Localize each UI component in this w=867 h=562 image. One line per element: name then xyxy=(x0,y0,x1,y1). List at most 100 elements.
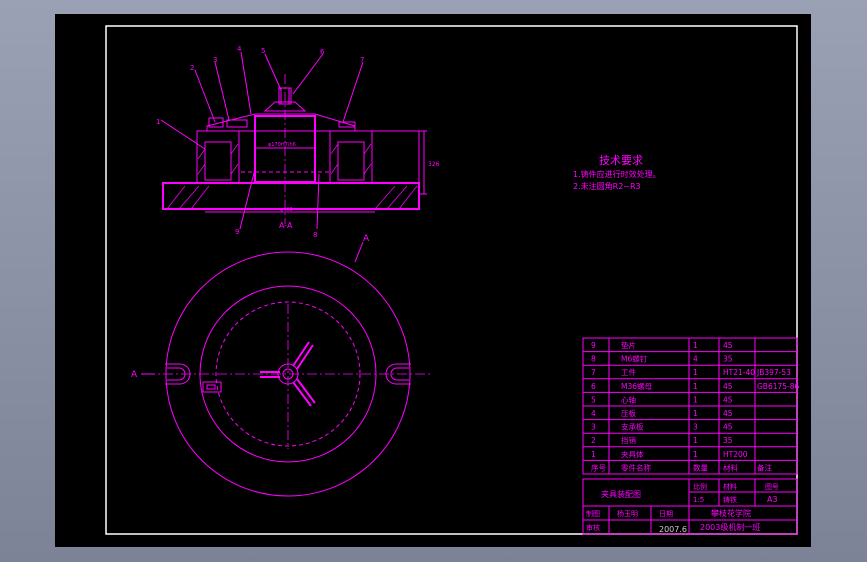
bom-cell-no: 3 xyxy=(591,423,596,432)
date-label: 日期 xyxy=(659,510,673,518)
height-dimension: 326 xyxy=(428,161,440,168)
body-left-wall xyxy=(196,130,240,184)
bom-cell-material: 45 xyxy=(723,341,733,350)
tech-line-1: 1.铸件应进行时效处理。 xyxy=(573,169,661,179)
school: 攀枝花学院 xyxy=(711,508,751,518)
bom-cell-material: 35 xyxy=(723,355,733,364)
bom-cell-no: 8 xyxy=(591,355,596,364)
bom-header-material: 材料 xyxy=(723,462,738,472)
callout-8: 8 xyxy=(313,231,317,239)
clamp-top xyxy=(263,101,307,112)
bom-cell-qty: 1 xyxy=(693,450,698,459)
bom-cell-name: M6螺钉 xyxy=(621,354,648,364)
workpiece-outline xyxy=(371,130,420,184)
stop-block xyxy=(202,381,222,393)
drawn-label: 制图 xyxy=(586,509,600,518)
support-plate xyxy=(226,119,248,128)
material-value: 铸铁 xyxy=(723,495,737,504)
top-view: A A xyxy=(131,234,431,497)
section-arrow-label: A xyxy=(363,234,370,244)
checked-label: 审核 xyxy=(586,523,600,532)
base-hatch xyxy=(166,185,418,210)
bom-cell-material: 35 xyxy=(723,436,733,445)
callout-1: 1 xyxy=(156,118,160,126)
stop-block-inner xyxy=(206,384,216,390)
drawing-sheet: φ170H7/h6 φ465 326 A-A 1 2 3 4 5 6 7 xyxy=(55,14,811,547)
dashed-circle xyxy=(215,301,361,447)
title-block: 夹具装配图 比例 材料 图号 1:5 铸铁 A3 制图 杨玉明 日期 审核 20… xyxy=(582,478,798,535)
bom-cell-qty: 1 xyxy=(693,436,698,445)
callout-6: 6 xyxy=(320,48,325,56)
bom-header-qty: 数量 xyxy=(693,462,708,472)
bom-cell-material: 45 xyxy=(723,395,733,404)
drawing-name: 夹具装配图 xyxy=(601,489,641,499)
drawing-no-value: A3 xyxy=(767,495,778,504)
right-slot xyxy=(385,363,411,385)
bom-cell-qty: 3 xyxy=(693,423,698,432)
date-value: 2007.6 xyxy=(659,525,687,534)
bom-cell-note: JB397-53 xyxy=(756,368,791,377)
bom-cell-material: 45 xyxy=(723,409,733,418)
bom-cell-no: 2 xyxy=(591,436,596,445)
bom-cell-name: 心轴 xyxy=(621,394,636,404)
material-label: 材料 xyxy=(723,482,737,491)
callout-2: 2 xyxy=(190,64,194,72)
section-view: φ170H7/h6 φ465 326 A-A 1 2 3 4 5 6 7 xyxy=(156,45,440,239)
base-dia-dimension: φ465 xyxy=(280,207,293,213)
bom-cell-name: 挡销 xyxy=(621,435,636,445)
bom-header-note: 备注 xyxy=(757,462,772,472)
nut xyxy=(278,87,292,105)
bom-cell-no: 1 xyxy=(591,450,596,459)
bore-dimension: φ170H7/h6 xyxy=(268,142,296,148)
cad-drawing: φ170H7/h6 φ465 326 A-A 1 2 3 4 5 6 7 xyxy=(105,25,800,535)
bom-cell-qty: 4 xyxy=(693,355,698,364)
bom-cell-name: 工件 xyxy=(621,367,636,377)
section-label: A-A xyxy=(279,221,293,230)
scale-value: 1:5 xyxy=(693,496,704,504)
drawing-no-label: 图号 xyxy=(765,483,779,491)
bom-cell-qty: 1 xyxy=(693,409,698,418)
bom-cell-material: 45 xyxy=(723,423,733,432)
bom-cell-name: 支承板 xyxy=(621,422,644,432)
callout-7: 7 xyxy=(360,56,364,64)
bom-cell-material: HT200 xyxy=(723,450,748,459)
bom-cell-name: 垫片 xyxy=(621,340,636,350)
callout-3: 3 xyxy=(213,56,217,64)
tech-title: 技术要求 xyxy=(599,154,643,167)
body-right-inner xyxy=(337,141,365,181)
bom-cell-note: GB6175-86 xyxy=(757,382,800,391)
drawn-by: 杨玉明 xyxy=(617,509,638,518)
inner-border xyxy=(105,25,798,535)
body-left-inner xyxy=(204,141,232,181)
bom-cell-qty: 1 xyxy=(693,368,698,377)
wall-hatch xyxy=(197,143,372,175)
callout-9: 9 xyxy=(235,228,239,236)
bom-cell-qty: 1 xyxy=(693,395,698,404)
bom-cell-name: M36螺母 xyxy=(621,381,653,391)
callout-5: 5 xyxy=(261,47,265,55)
callout-4: 4 xyxy=(237,45,242,53)
bom-cell-no: 6 xyxy=(591,382,596,391)
bom-cell-no: 5 xyxy=(591,395,596,404)
right-slot-inner xyxy=(390,367,409,381)
class: 2003级机制一班 xyxy=(700,522,760,532)
bom-header-name: 零件名称 xyxy=(621,462,651,472)
bom-cell-material: HT21-40 xyxy=(723,368,755,377)
left-section-label: A xyxy=(131,370,138,380)
stop-pin xyxy=(208,117,224,128)
left-slot xyxy=(165,363,191,385)
bom-cell-material: 45 xyxy=(723,382,733,391)
scale-label: 比例 xyxy=(693,482,707,491)
tech-requirements: 技术要求 1.铸件应进行时效处理。 2.未注圆角R2~R3 xyxy=(573,154,661,191)
bom-cell-no: 7 xyxy=(591,368,596,377)
bom-cell-name: 压板 xyxy=(621,408,636,418)
bom-cell-no: 9 xyxy=(591,341,596,350)
part-leaders xyxy=(160,51,364,230)
tech-line-2: 2.未注圆角R2~R3 xyxy=(573,181,641,191)
body-right-wall xyxy=(329,130,373,184)
washer xyxy=(338,121,356,128)
bom-cell-no: 4 xyxy=(591,409,596,418)
bom-cell-qty: 1 xyxy=(693,341,698,350)
bom-cell-qty: 1 xyxy=(693,382,698,391)
